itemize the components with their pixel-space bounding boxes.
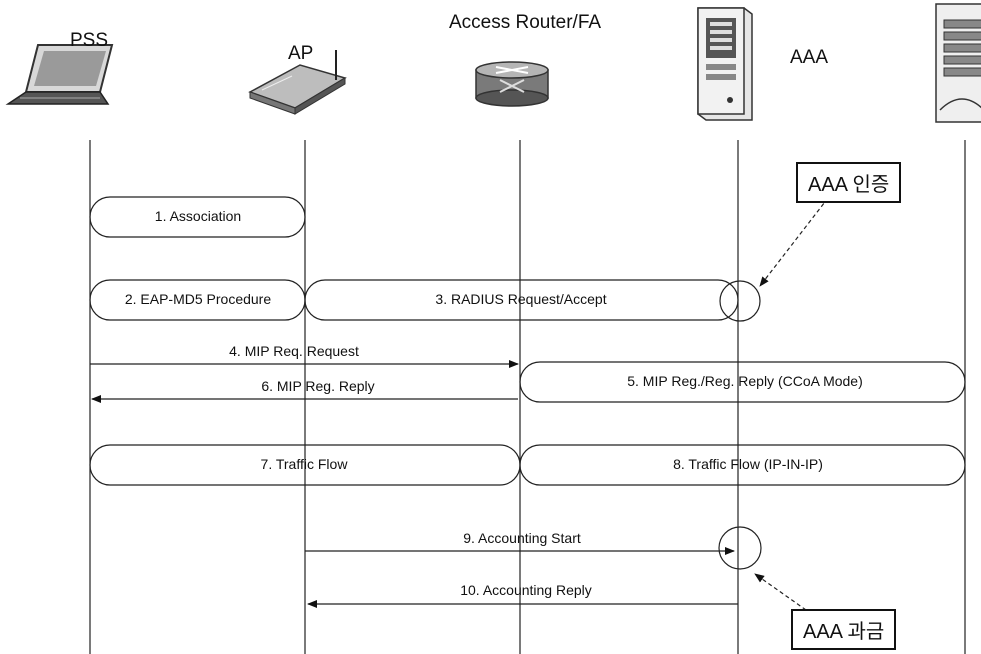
laptop-icon [5, 44, 114, 105]
callout-auth-connector [759, 197, 829, 287]
flow-radius [304, 279, 739, 321]
label-traffic: 7. Traffic Flow [260, 456, 348, 472]
billing-marker [718, 526, 762, 570]
server-rack-icon [935, 3, 981, 123]
callout-billing: AAA 과금 [791, 609, 897, 650]
label-radius: 3. RADIUS Request/Accept [435, 291, 607, 307]
flow-traffic-ipinip [519, 444, 966, 486]
access-point-icon [248, 50, 347, 115]
node-label-pss: PSS [70, 30, 109, 51]
node-label-router: Access Router/FA [449, 12, 602, 33]
label-traffic-ipinip: 8. Traffic Flow (IP-IN-IP) [673, 456, 823, 472]
label-mip-reply: 6. MIP Reg. Reply [261, 378, 375, 394]
node-label-ap: AP [288, 43, 314, 64]
callout-auth: AAA 인증 [796, 162, 902, 203]
node-label-aaa: AAA [790, 47, 829, 68]
label-accounting-reply: 10. Accounting Reply [460, 582, 592, 598]
server-icon [697, 7, 753, 121]
router-icon [475, 61, 549, 107]
auth-marker [719, 280, 761, 322]
flow-association [89, 196, 306, 238]
callout-billing-connector [754, 573, 807, 611]
label-mip-request: 4. MIP Req. Request [229, 343, 359, 359]
label-eap: 2. EAP-MD5 Procedure [124, 291, 272, 307]
label-accounting-start: 9. Accounting Start [463, 530, 581, 546]
label-association: 1. Association [154, 208, 242, 224]
flow-mip-ccoa [519, 361, 966, 403]
label-mip-ccoa: 5. MIP Reg./Reg. Reply (CCoA Mode) [627, 373, 863, 389]
